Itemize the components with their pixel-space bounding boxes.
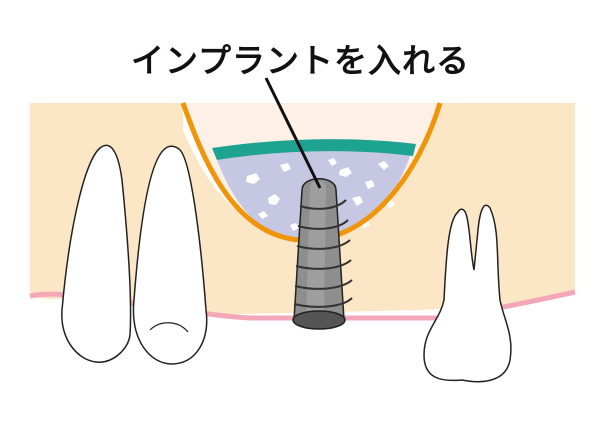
- graft-particles: [246, 158, 395, 231]
- membrane: [212, 139, 416, 160]
- tooth-left-1: [61, 144, 132, 363]
- tooth-left-2-groove: [149, 322, 189, 333]
- implant: [292, 178, 353, 330]
- pointer-line: [264, 77, 322, 189]
- tooth-left-2: [132, 145, 208, 365]
- tooth-right: [423, 204, 512, 383]
- diagram-caption: インプラントを入れる: [130, 41, 470, 80]
